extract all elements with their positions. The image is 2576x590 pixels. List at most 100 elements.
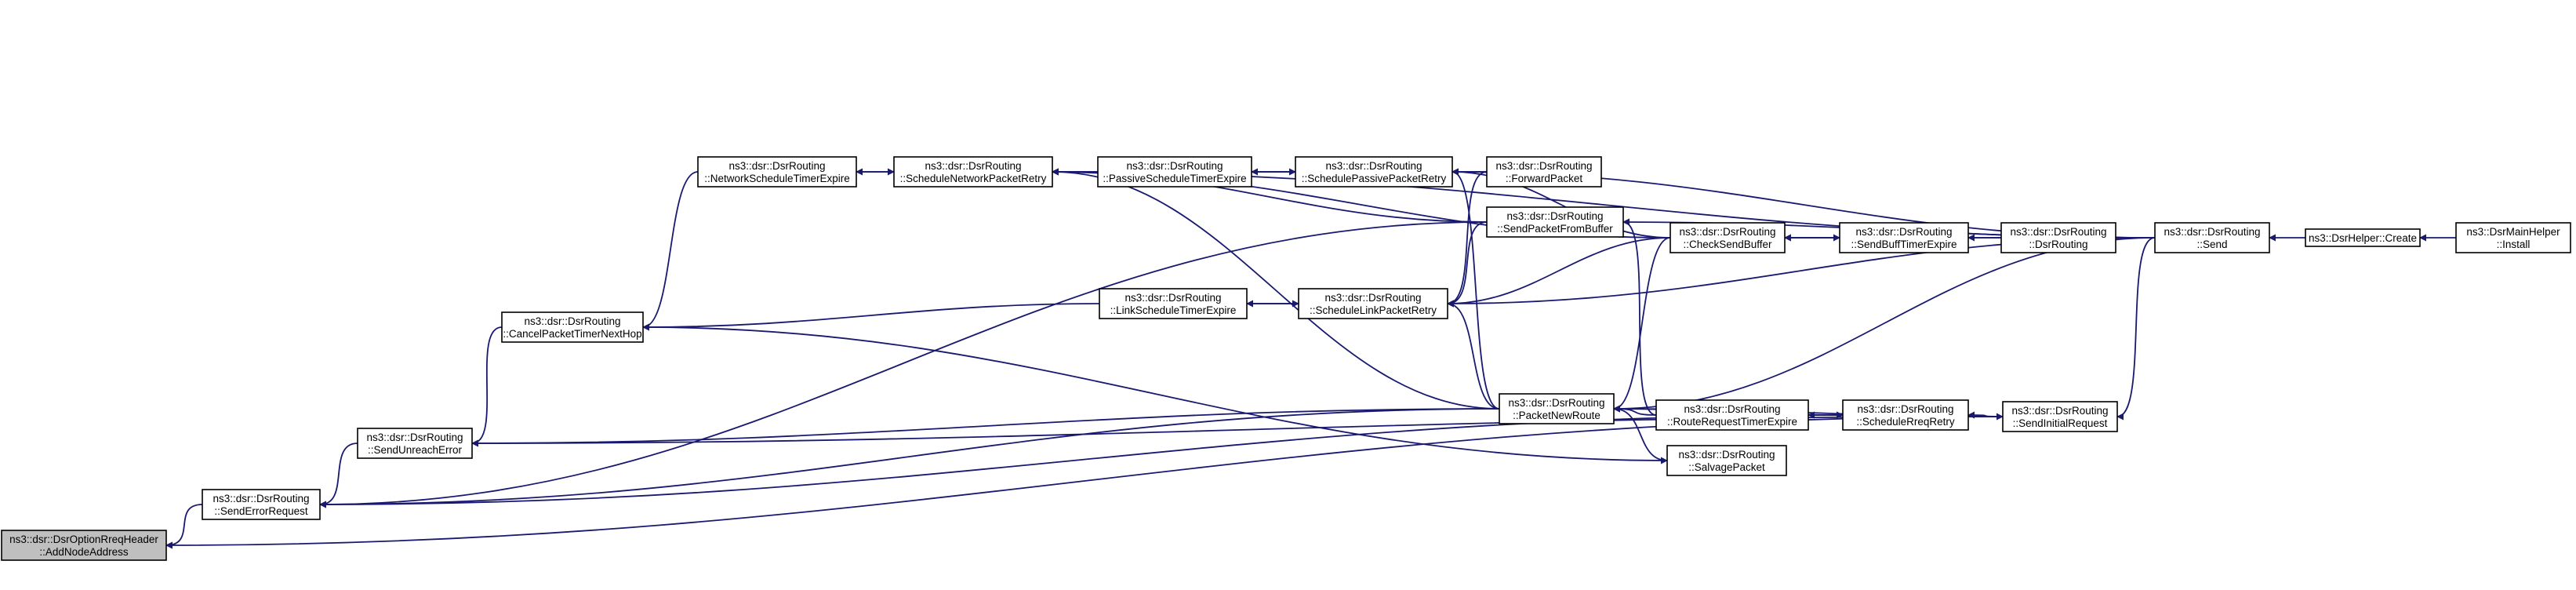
node-box: [2455, 222, 2571, 253]
node-box: [1486, 156, 1602, 188]
node-label-line: ns3::dsr::DsrRouting: [925, 160, 1021, 172]
node-label-line: ::SendUnreachError: [368, 444, 463, 456]
node-link-schedule-timer-expire[interactable]: ns3::dsr::DsrRouting::LinkScheduleTimerE…: [1099, 288, 1248, 319]
node-label-line: ns3::dsr::DsrRouting: [366, 432, 463, 443]
node-label-line: ::PacketNewRoute: [1513, 410, 1600, 421]
node-dsr-routing-ctor[interactable]: ns3::dsr::DsrRouting::DsrRouting: [2000, 222, 2116, 253]
node-label-line: ::ForwardPacket: [1506, 173, 1583, 184]
node-box: [1486, 206, 1624, 238]
node-label-line: ::ScheduleRreqRetry: [1856, 416, 1955, 428]
node-label-line: ns3::dsr::DsrRouting: [1678, 449, 1775, 461]
node-label-line: ::SendPacketFromBuffer: [1497, 223, 1613, 235]
node-label-line: ns3::dsr::DsrRouting: [1495, 160, 1592, 172]
node-box: [2154, 222, 2270, 253]
edge-link-schedule-timer-expire-to-cancel-packet-timer-next-hop: [642, 303, 1100, 331]
node-passive-schedule-timer-expire[interactable]: ns3::dsr::DsrRouting::PassiveScheduleTim…: [1097, 156, 1252, 188]
node-box: [2002, 401, 2118, 432]
edge-cancel-packet-timer-next-hop-to-salvage-packet: [642, 326, 1668, 464]
node-label-line: ns3::DsrMainHelper: [2466, 226, 2560, 238]
node-label-line: ns3::dsr::DsrRouting: [1679, 226, 1775, 238]
node-main-helper-install[interactable]: ns3::DsrMainHelper::Install: [2455, 222, 2571, 253]
node-label-line: ::LinkScheduleTimerExpire: [1110, 304, 1237, 316]
node-label-line: ::CancelPacketTimerNextHop: [503, 328, 641, 340]
node-label-line: ::Send: [2196, 239, 2227, 250]
node-label-line: ns3::dsr::DsrRouting: [1324, 292, 1421, 304]
node-send[interactable]: ns3::dsr::DsrRouting::Send: [2154, 222, 2270, 253]
edge-send-unreach-error-to-send-error-request: [319, 442, 358, 508]
edge-network-schedule-timer-expire-to-cancel-packet-timer-next-hop: [642, 171, 699, 331]
node-label-line: ns3::dsr::DsrRouting: [524, 315, 620, 327]
node-network-schedule-timer-expire[interactable]: ns3::dsr::DsrRouting::NetworkScheduleTim…: [697, 156, 857, 188]
edge-packet-new-route-to-schedule-link-packet-retry: [1447, 300, 1500, 410]
node-label-line: ns3::dsr::DsrRouting: [728, 160, 825, 172]
node-check-send-buffer[interactable]: ns3::dsr::DsrRouting::CheckSendBuffer: [1669, 222, 1786, 253]
nodes-layer: ns3::dsr::DsrOptionRreqHeader::AddNodeAd…: [1, 156, 2571, 561]
node-label-line: ns3::dsr::DsrRouting: [1506, 210, 1603, 222]
node-label-line: ::ScheduleNetworkPacketRetry: [900, 173, 1047, 184]
node-label-line: ns3::dsr::DsrRouting: [1857, 403, 1953, 415]
edge-check-send-buffer-to-packet-new-route: [1613, 237, 1671, 413]
node-box: [501, 311, 644, 343]
node-label-line: ns3::dsr::DsrRouting: [2164, 226, 2260, 238]
node-box: [1097, 156, 1252, 188]
node-box: [1669, 222, 1786, 253]
node-box: [1298, 288, 1448, 319]
node-salvage-packet[interactable]: ns3::dsr::DsrRouting::SalvagePacket: [1666, 445, 1787, 476]
edge-send-packet-from-buffer-to-schedule-link-packet-retry: [1447, 221, 1488, 308]
edge-check-send-buffer-to-schedule-link-packet-retry: [1447, 237, 1671, 308]
node-send-buff-timer-expire[interactable]: ns3::dsr::DsrRouting::SendBuffTimerExpir…: [1839, 222, 1969, 253]
node-box: [1295, 156, 1453, 188]
edge-packet-new-route-to-send-unreach-error: [471, 408, 1500, 447]
edge-route-request-timer-expire-to-send-packet-from-buffer: [1622, 218, 1657, 416]
node-label-line: ::SendBuffTimerExpire: [1851, 239, 1957, 250]
node-label-line: ns3::dsr::DsrRouting: [1125, 292, 1221, 304]
edge-salvage-packet-to-packet-new-route: [1613, 405, 1668, 461]
node-box: [357, 428, 473, 459]
node-label-line: ::SalvagePacket: [1688, 461, 1765, 473]
node-schedule-network-packet-retry[interactable]: ns3::dsr::DsrRouting::ScheduleNetworkPac…: [893, 156, 1053, 188]
node-box: [1, 530, 167, 561]
node-box: [1655, 399, 1809, 431]
node-send-initial-request[interactable]: ns3::dsr::DsrRouting::SendInitialRequest: [2002, 401, 2118, 432]
edge-check-send-buffer-to-schedule-passive-packet-retry: [1451, 168, 1671, 239]
node-label-line: ns3::dsr::DsrRouting: [1684, 403, 1780, 415]
node-label-line: ns3::dsr::DsrRouting: [2010, 226, 2106, 238]
node-label-line: ns3::dsr::DsrRouting: [1126, 160, 1223, 172]
node-schedule-link-packet-retry[interactable]: ns3::dsr::DsrRouting::ScheduleLinkPacket…: [1298, 288, 1448, 319]
edge-packet-new-route-to-schedule-passive-packet-retry: [1451, 168, 1500, 410]
node-box: [697, 156, 857, 188]
node-box: [1099, 288, 1248, 319]
node-packet-new-route[interactable]: ns3::dsr::DsrRouting::PacketNewRoute: [1499, 393, 1615, 424]
node-add-node-address[interactable]: ns3::dsr::DsrOptionRreqHeader::AddNodeAd…: [1, 530, 167, 561]
edge-forward-packet-to-schedule-link-packet-retry: [1447, 171, 1488, 308]
node-label-line: ::Install: [2497, 239, 2531, 250]
node-box: [1842, 399, 1969, 431]
node-label-line: ::SendInitialRequest: [2013, 417, 2108, 429]
node-send-packet-from-buffer[interactable]: ns3::dsr::DsrRouting::SendPacketFromBuff…: [1486, 206, 1624, 238]
node-helper-create[interactable]: ns3::DsrHelper::Create: [2305, 228, 2421, 247]
node-schedule-passive-packet-retry[interactable]: ns3::dsr::DsrRouting::SchedulePassivePac…: [1295, 156, 1453, 188]
node-label-line: ::CheckSendBuffer: [1683, 239, 1772, 250]
node-schedule-rreq-retry[interactable]: ns3::dsr::DsrRouting::ScheduleRreqRetry: [1842, 399, 1969, 431]
node-cancel-packet-timer-next-hop[interactable]: ns3::dsr::DsrRouting::CancelPacketTimerN…: [501, 311, 644, 343]
node-route-request-timer-expire[interactable]: ns3::dsr::DsrRouting::RouteRequestTimerE…: [1655, 399, 1809, 431]
node-box: [1666, 445, 1787, 476]
node-label-line: ns3::dsr::DsrRouting: [2011, 405, 2108, 417]
node-forward-packet[interactable]: ns3::dsr::DsrRouting::ForwardPacket: [1486, 156, 1602, 188]
node-label-line: ::ScheduleLinkPacketRetry: [1310, 304, 1437, 316]
node-box: [2000, 222, 2116, 253]
edge-send-to-packet-new-route: [1613, 237, 2156, 413]
node-label-line: ::SchedulePassivePacketRetry: [1302, 173, 1447, 184]
node-send-error-request[interactable]: ns3::dsr::DsrRouting::SendErrorRequest: [202, 489, 321, 520]
node-label-line: ::AddNodeAddress: [39, 546, 129, 558]
node-box: [1499, 393, 1615, 424]
node-label-line: ::RouteRequestTimerExpire: [1667, 416, 1797, 428]
node-box: [2305, 228, 2421, 247]
node-box: [1839, 222, 1969, 253]
node-label-line: ns3::dsr::DsrRouting: [1855, 226, 1952, 238]
node-box: [202, 489, 321, 520]
edge-send-error-request-to-add-node-address: [165, 504, 203, 549]
node-send-unreach-error[interactable]: ns3::dsr::DsrRouting::SendUnreachError: [357, 428, 473, 459]
node-label-line: ::DsrRouting: [2029, 239, 2087, 250]
